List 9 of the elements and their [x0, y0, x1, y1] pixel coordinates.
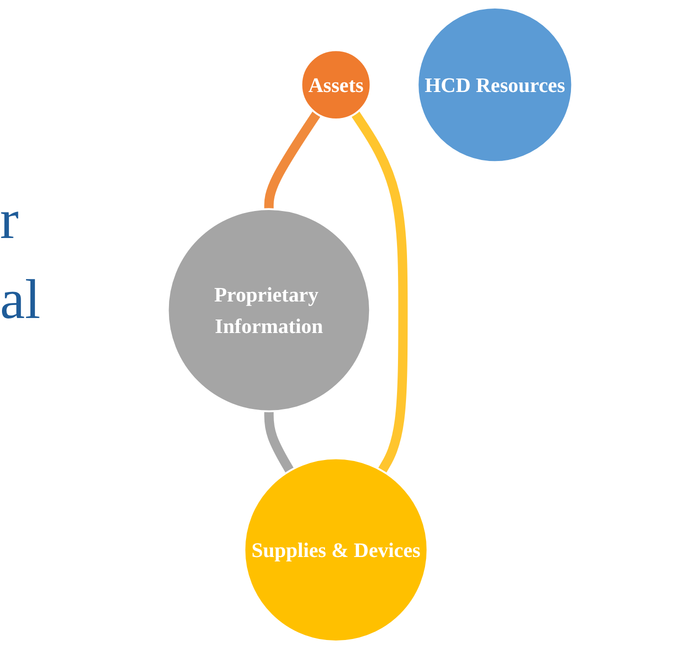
partial-text: al: [0, 268, 42, 333]
node-circle: HCD Resources: [416, 6, 574, 163]
connector: [264, 111, 321, 210]
connector: [264, 410, 294, 474]
partial-text: r: [0, 188, 20, 253]
connector: [351, 111, 408, 474]
node-circle: Assets: [300, 49, 372, 120]
node-circle: Proprietary Information: [166, 208, 371, 412]
node-circle: Supplies & Devices: [243, 457, 428, 642]
